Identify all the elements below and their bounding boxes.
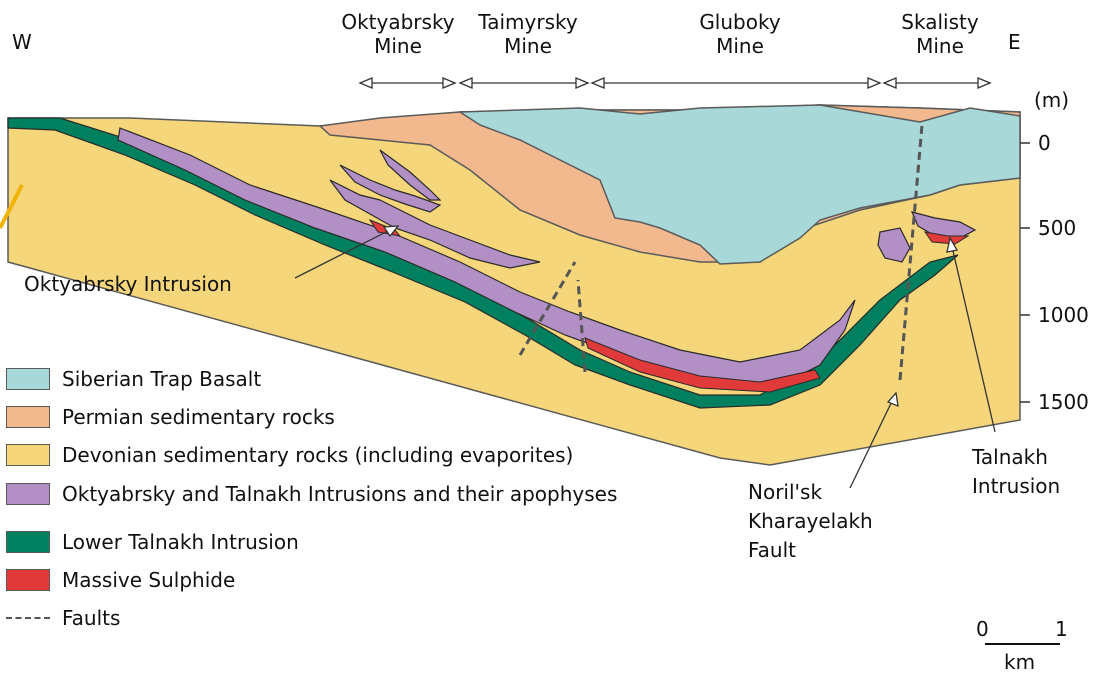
scale-bar-unit: km [1004, 650, 1035, 674]
depth-axis-ticks [1020, 143, 1030, 402]
legend-swatch-devonian [6, 444, 50, 466]
legend-item-faults: Faults [6, 603, 120, 633]
legend-item-lower-talnakh: Lower Talnakh Intrusion [6, 527, 299, 557]
talnakh-intrusion-callout: Talnakh Intrusion [972, 443, 1060, 501]
depth-tick-500: 500 [1038, 216, 1076, 240]
scale-bar-end: 1 [1055, 617, 1068, 641]
legend-swatch-intrusions [6, 483, 50, 505]
depth-tick-1000: 1000 [1038, 303, 1089, 327]
mine-taimyrsky-label: Taimyrsky Mine [478, 10, 577, 58]
mine-gluboky-label: Gluboky Mine [699, 10, 780, 58]
legend-item-intrusions: Oktyabrsky and Talnakh Intrusions and th… [6, 479, 617, 509]
legend-swatch-sulphide [6, 569, 50, 591]
depth-tick-1500: 1500 [1038, 390, 1089, 414]
legend-item-devonian: Devonian sedimentary rocks (including ev… [6, 440, 573, 470]
fault-callout: Noril'sk Kharayelakh Fault [748, 478, 873, 565]
mine-extent-arrows [360, 78, 990, 88]
legend-swatch-permian [6, 406, 50, 428]
depth-unit-label: (m) [1034, 88, 1069, 112]
oktyabrsky-intrusion-callout: Oktyabrsky Intrusion [24, 272, 232, 296]
legend-swatch-basalt [6, 368, 50, 390]
scale-bar-start: 0 [976, 617, 989, 641]
legend-swatch-faults [6, 607, 50, 629]
depth-tick-0: 0 [1038, 131, 1051, 155]
legend-item-sulphide: Massive Sulphide [6, 565, 235, 595]
west-label: W [12, 30, 32, 54]
legend-item-permian: Permian sedimentary rocks [6, 402, 335, 432]
mine-oktyabrsky-label: Oktyabrsky Mine [341, 10, 454, 58]
mine-skalisty-label: Skalisty Mine [901, 10, 978, 58]
legend-swatch-lower-talnakh [6, 531, 50, 553]
east-label: E [1008, 30, 1021, 54]
legend-item-basalt: Siberian Trap Basalt [6, 364, 261, 394]
